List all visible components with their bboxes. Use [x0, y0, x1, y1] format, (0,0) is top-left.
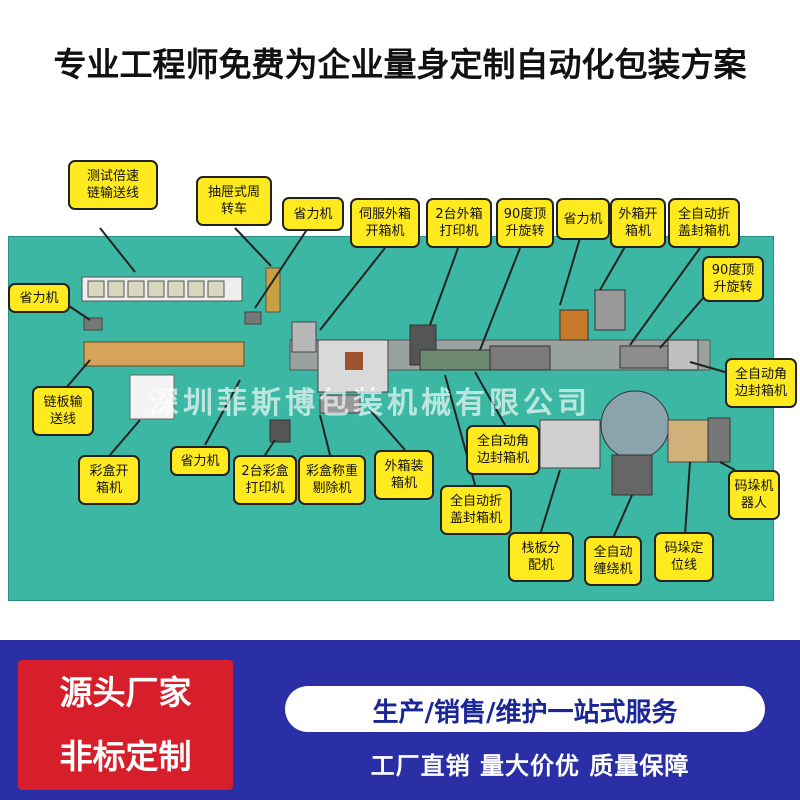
- label-stretch-wrapper: 全自动 缠绕机: [584, 536, 642, 586]
- chain-plate-conveyor: [83, 341, 245, 367]
- production-line-drawing: [59, 227, 736, 546]
- bottom-slogan: 工厂直销 量大价优 质量保障: [370, 752, 690, 780]
- label-palletizing-line: 码垛定 位线: [654, 532, 714, 582]
- leader-lines: [59, 227, 736, 546]
- label-power-saver-left: 省力机: [8, 283, 70, 313]
- palletizing-line: [667, 419, 709, 463]
- badge-line-1: 源头厂家: [59, 673, 192, 712]
- label-case-packer: 外箱装 箱机: [374, 450, 434, 500]
- power-saver-1: [83, 317, 103, 331]
- label-drawer-cart: 抽屉式周 转车: [196, 176, 272, 226]
- page-title: 专业工程师免费为企业量身定制自动化包装方案: [53, 45, 747, 84]
- power-saver-2: [244, 311, 262, 325]
- label-corner-sealer-mid: 全自动角 边封箱机: [466, 425, 540, 475]
- label-speed-chain-conveyor: 测试倍速 链输送线: [68, 160, 158, 210]
- label-power-saver-bottom: 省力机: [170, 446, 230, 476]
- promo-badge: [18, 660, 233, 790]
- service-pill: [285, 686, 765, 732]
- label-auto-fold-sealer-bottom: 全自动折 盖封箱机: [440, 485, 512, 535]
- label-auto-fold-sealer-top: 全自动折 盖封箱机: [668, 198, 740, 248]
- label-weight-reject: 彩盒称重 剔除机: [298, 455, 366, 505]
- badge-line-2: 非标定制: [59, 737, 192, 776]
- label-corner-sealer-right: 全自动角 边封箱机: [725, 358, 797, 408]
- service-text: 生产/销售/维护一站式服务: [372, 698, 678, 728]
- pallet-dispenser: [539, 419, 601, 469]
- label-rotate-90-1: 90度顶 升旋转: [496, 198, 554, 248]
- label-servo-box-opener: 伺服外箱 开箱机: [350, 198, 420, 248]
- speed-chain-conveyor: [81, 276, 243, 302]
- label-power-saver-top: 省力机: [282, 197, 344, 231]
- label-pallet-dispenser: 栈板分 配机: [508, 532, 574, 582]
- label-color-box-unpacker: 彩盒开 箱机: [78, 455, 140, 505]
- palletizing-robot: [707, 417, 731, 463]
- label-2-color-box-printers: 2台彩盒 打印机: [233, 455, 297, 505]
- label-power-saver-top-2: 省力机: [556, 198, 610, 240]
- company-watermark: 深圳菲斯博包装机械有限公司: [149, 386, 591, 421]
- label-rotate-90-2: 90度顶 升旋转: [702, 256, 764, 302]
- label-2-box-printers: 2台外箱 打印机: [426, 198, 492, 248]
- label-chain-plate-conveyor: 链板输 送线: [32, 386, 94, 436]
- label-box-opener: 外箱开 箱机: [610, 198, 666, 248]
- label-palletizing-robot: 码垛机 器人: [728, 470, 780, 520]
- color-box-unpacker: [129, 374, 175, 420]
